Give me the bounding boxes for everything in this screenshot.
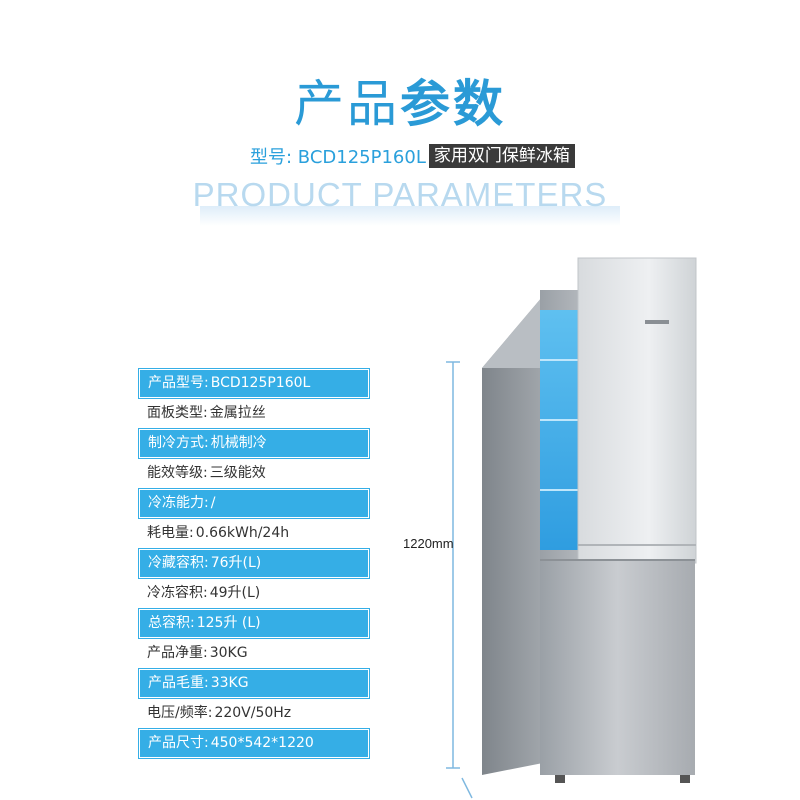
spec-value: 机械制冷 bbox=[210, 435, 267, 451]
door-logo bbox=[645, 320, 669, 324]
spec-row: 总容积:125升 (L) bbox=[139, 609, 369, 638]
spec-value: BCD125P160L bbox=[210, 375, 311, 391]
spec-row: 冷冻容积:49升(L) bbox=[139, 580, 369, 607]
english-title: PRODUCT PARAMETERS bbox=[192, 176, 608, 213]
spec-value: 33KG bbox=[210, 675, 249, 691]
spec-row: 能效等级:三级能效 bbox=[139, 460, 369, 487]
depth-dimension-line bbox=[461, 777, 473, 799]
spec-row: 产品尺寸:450*542*1220 bbox=[139, 729, 369, 758]
spec-label: 电压/频率: bbox=[147, 705, 213, 721]
header-glow bbox=[200, 206, 620, 226]
spec-label: 总容积: bbox=[148, 615, 195, 631]
spec-label: 能效等级: bbox=[147, 465, 208, 481]
spec-label: 面板类型: bbox=[147, 405, 208, 421]
height-dimension-label: 1220mm bbox=[403, 536, 454, 551]
model-prefix: 型号: BCD125P160L bbox=[250, 147, 426, 168]
spec-label: 冷冻能力: bbox=[148, 495, 209, 511]
spec-row: 电压/频率:220V/50Hz bbox=[139, 700, 369, 727]
spec-row: 面板类型:金属拉丝 bbox=[139, 400, 369, 427]
fridge-illustration bbox=[446, 257, 697, 799]
spec-value: 金属拉丝 bbox=[209, 405, 266, 421]
spec-label: 耗电量: bbox=[147, 525, 194, 541]
title-part-2: 参数 bbox=[400, 75, 506, 133]
fridge-foot bbox=[555, 775, 565, 783]
spec-value: 0.66kWh/24h bbox=[195, 525, 290, 541]
spec-value: 三级能效 bbox=[209, 465, 266, 481]
spec-value: 76升(L) bbox=[210, 555, 262, 571]
spec-label: 产品净重: bbox=[147, 645, 208, 661]
spec-row: 产品型号:BCD125P160L bbox=[139, 369, 369, 398]
spec-label: 制冷方式: bbox=[148, 435, 209, 451]
spec-row: 冷藏容积:76升(L) bbox=[139, 549, 369, 578]
spec-row: 冷冻能力:/ bbox=[139, 489, 369, 518]
title-part-1: 产品 bbox=[294, 75, 400, 133]
spec-label: 产品尺寸: bbox=[148, 735, 209, 751]
spec-value: 220V/50Hz bbox=[214, 705, 292, 721]
fridge-foot bbox=[680, 775, 690, 783]
model-line: 型号: BCD125P160L 家用双门保鲜冰箱 bbox=[250, 143, 575, 169]
spec-value: / bbox=[210, 495, 216, 511]
spec-label: 冷冻容积: bbox=[147, 585, 208, 601]
spec-row: 制冷方式:机械制冷 bbox=[139, 429, 369, 458]
model-badge: 家用双门保鲜冰箱 bbox=[428, 144, 575, 168]
freezer-door bbox=[540, 560, 695, 775]
fridge-side-panel bbox=[482, 290, 548, 775]
page-title: 产品参数 bbox=[0, 74, 800, 134]
spec-label: 产品型号: bbox=[148, 375, 209, 391]
spec-value: 49升(L) bbox=[209, 585, 261, 601]
spec-row: 产品净重:30KG bbox=[139, 640, 369, 667]
spec-value: 125升 (L) bbox=[196, 615, 261, 631]
spec-label: 产品毛重: bbox=[148, 675, 209, 691]
spec-value: 450*542*1220 bbox=[210, 735, 314, 751]
spec-value: 30KG bbox=[209, 645, 248, 661]
spec-row: 耗电量:0.66kWh/24h bbox=[139, 520, 369, 547]
fridge-open-door bbox=[577, 257, 697, 564]
spec-row: 产品毛重:33KG bbox=[139, 669, 369, 698]
spec-label: 冷藏容积: bbox=[148, 555, 209, 571]
